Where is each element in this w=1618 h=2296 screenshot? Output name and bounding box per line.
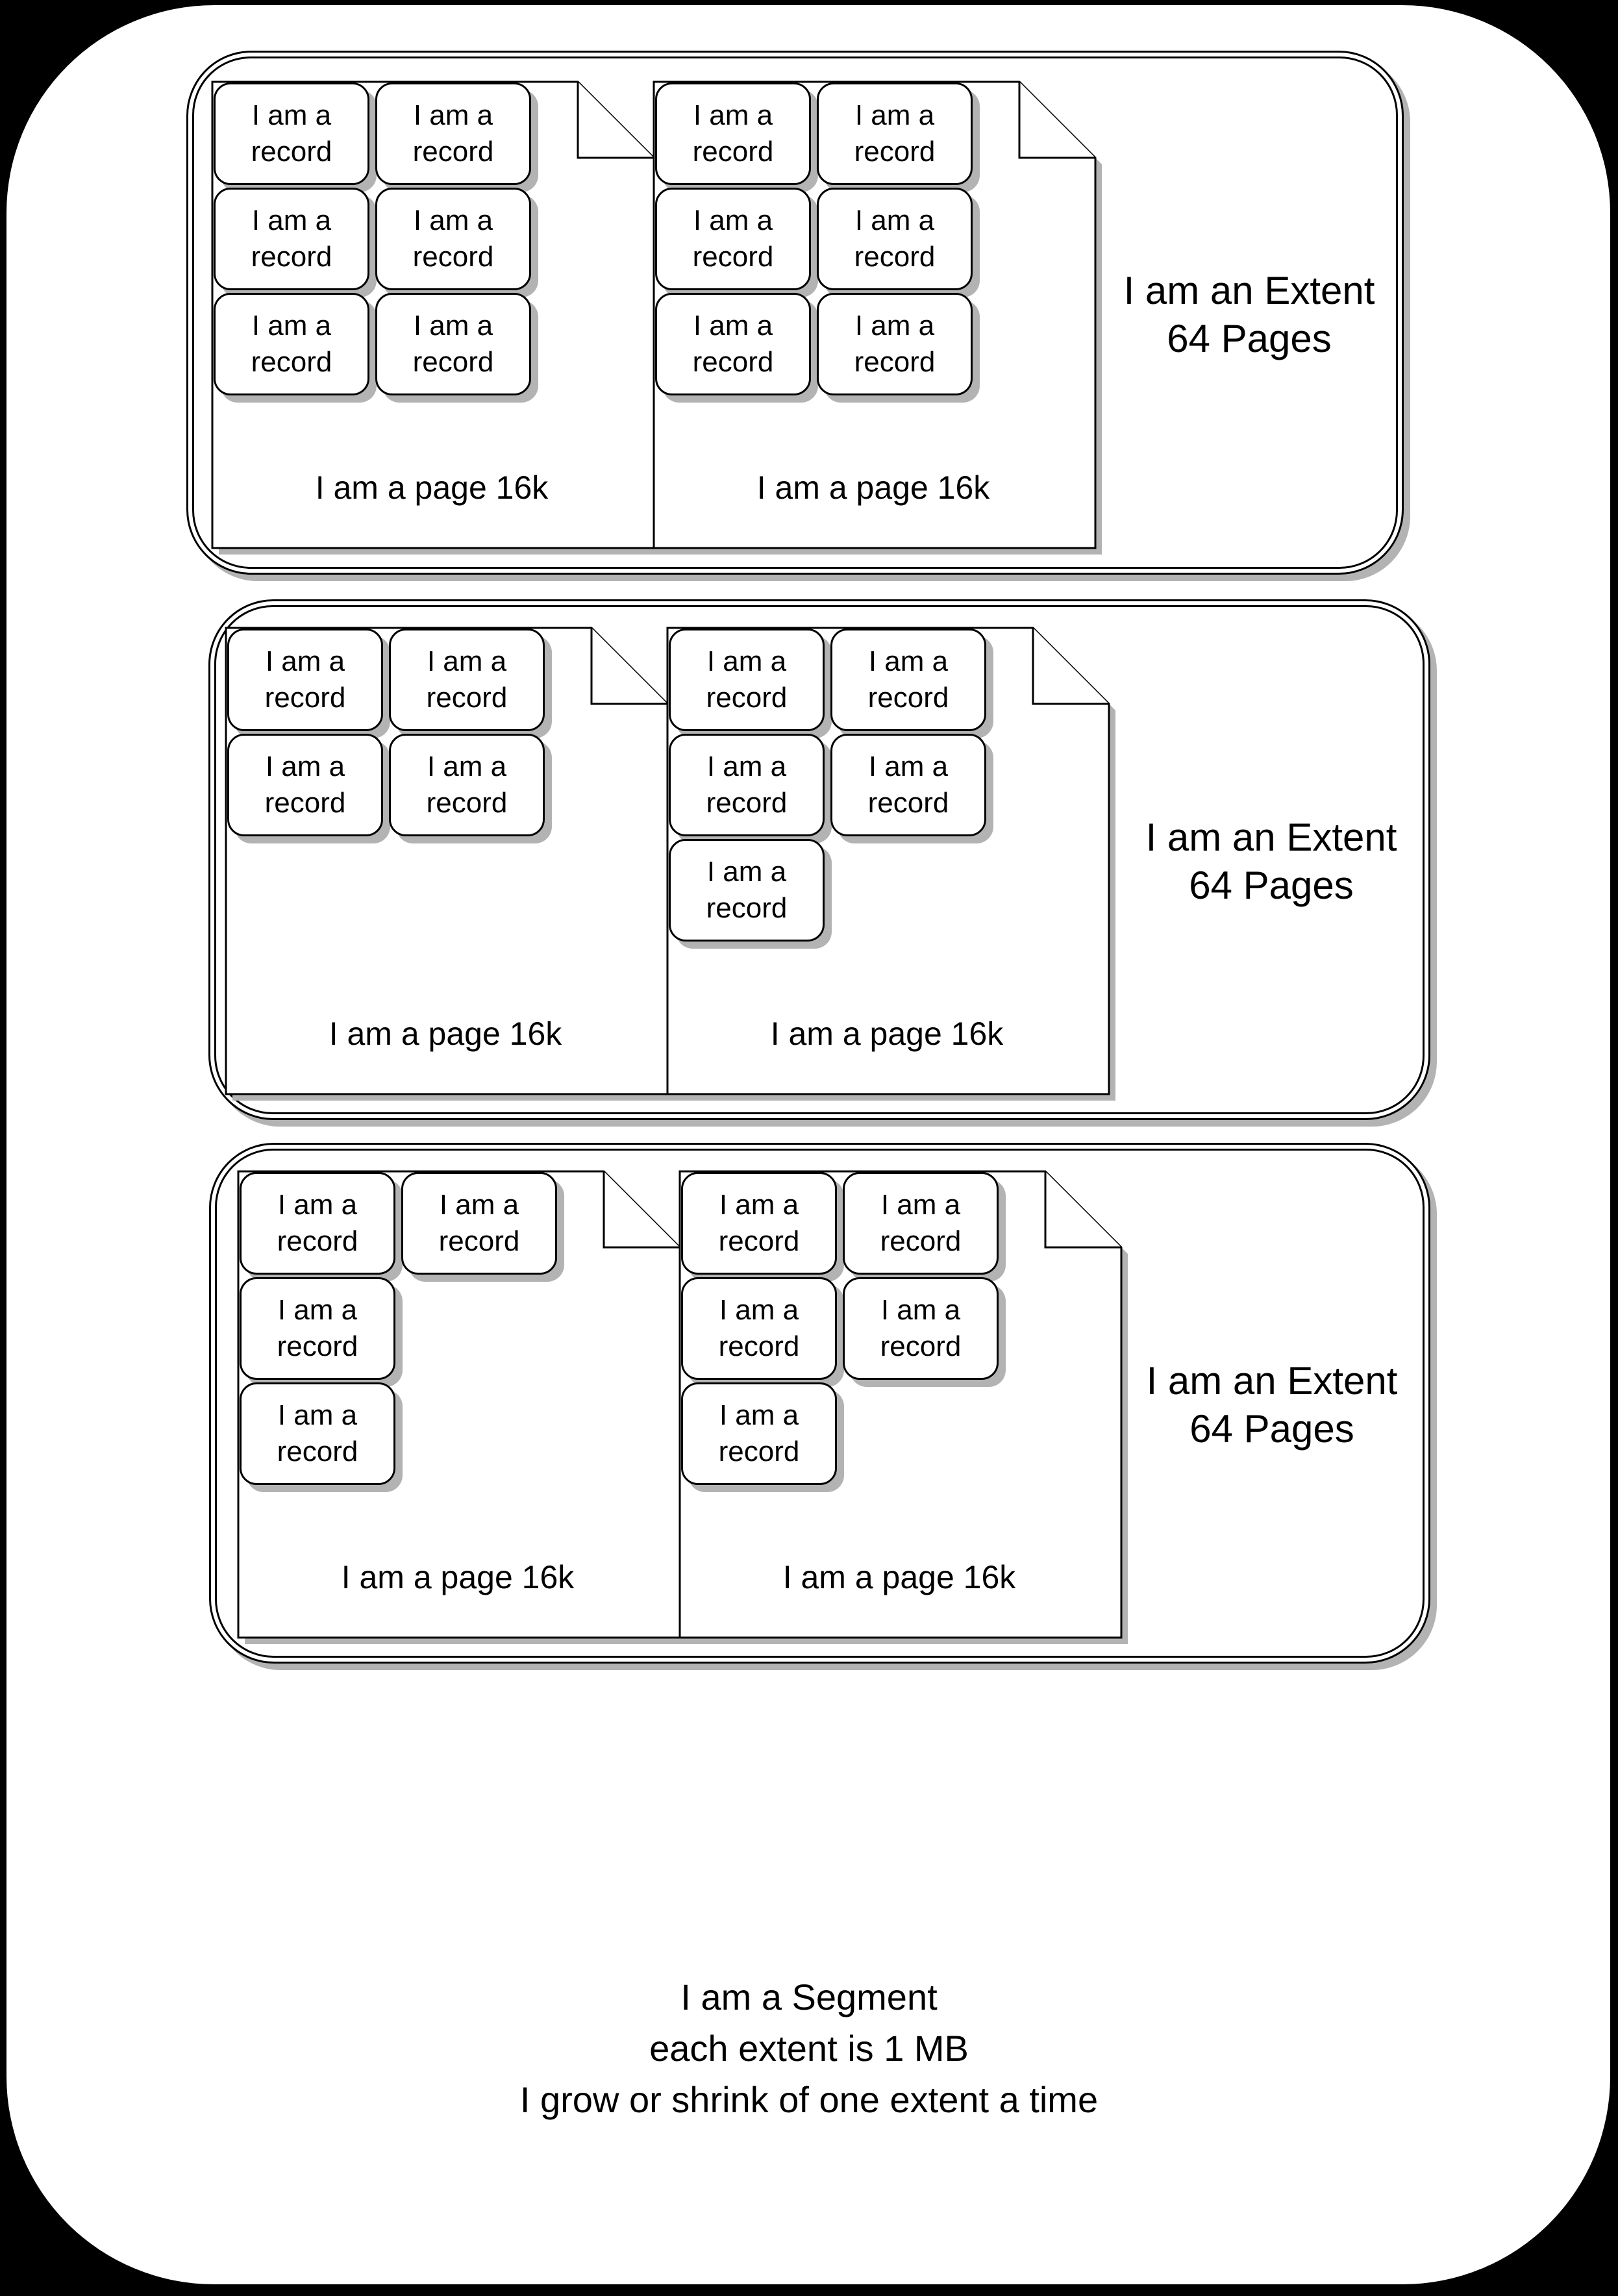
segment-caption-line-3: I grow or shrink of one extent a time	[519, 2079, 1099, 2120]
record: I am a record	[214, 293, 369, 395]
segment-caption-line-1: I am a Segment	[680, 1977, 938, 2017]
page-fold-icon	[1044, 1171, 1121, 1249]
segment-caption: I am a Segment each extent is 1 MB I gro…	[0, 1971, 1618, 2125]
record: I am a record	[681, 1172, 837, 1275]
record: I am a record	[681, 1382, 837, 1485]
record: I am a record	[817, 82, 973, 185]
segment-caption-line-2: each extent is 1 MB	[649, 2028, 969, 2069]
record: I am a record	[227, 629, 383, 731]
record: I am a record	[655, 188, 811, 290]
record: I am a record	[375, 82, 531, 185]
record: I am a record	[214, 188, 369, 290]
extent-label-line-1: I am an Extent	[1146, 1359, 1398, 1403]
extent-label-line-1: I am an Extent	[1123, 268, 1375, 312]
record: I am a record	[669, 734, 825, 836]
record: I am a record	[375, 293, 531, 395]
record: I am a record	[401, 1172, 557, 1275]
page-fold-icon	[1018, 82, 1095, 159]
page-label: I am a page 16k	[782, 1559, 1016, 1595]
record: I am a record	[240, 1172, 395, 1275]
record: I am a record	[843, 1172, 999, 1275]
record: I am a record	[655, 82, 811, 185]
page-fold-icon	[577, 82, 654, 159]
extent-label-line-1: I am an Extent	[1145, 816, 1397, 859]
page-fold-icon	[603, 1171, 680, 1249]
record: I am a record	[817, 188, 973, 290]
record: I am a record	[817, 293, 973, 395]
page-label: I am a page 16k	[341, 1559, 575, 1595]
record: I am a record	[389, 734, 545, 836]
record: I am a record	[669, 629, 825, 731]
record: I am a record	[227, 734, 383, 836]
record: I am a record	[214, 82, 369, 185]
record: I am a record	[843, 1277, 999, 1380]
page-label: I am a page 16k	[315, 469, 549, 506]
record: I am a record	[375, 188, 531, 290]
record: I am a record	[681, 1277, 837, 1380]
record: I am a record	[830, 629, 986, 731]
extent-label-line-2: 64 Pages	[1189, 864, 1354, 907]
record: I am a record	[655, 293, 811, 395]
extent-label-line-2: 64 Pages	[1167, 316, 1332, 360]
record: I am a record	[830, 734, 986, 836]
page-label: I am a page 16k	[770, 1016, 1004, 1052]
extent-label: I am an Extent 64 Pages	[1077, 814, 1466, 910]
record: I am a record	[240, 1277, 395, 1380]
extent-label-line-2: 64 Pages	[1189, 1407, 1354, 1451]
record: I am a record	[240, 1382, 395, 1485]
page-fold-icon	[590, 628, 667, 705]
page-fold-icon	[1032, 628, 1109, 705]
page-label: I am a page 16k	[329, 1016, 562, 1052]
record: I am a record	[389, 629, 545, 731]
page-label: I am a page 16k	[756, 469, 990, 506]
record: I am a record	[669, 839, 825, 942]
